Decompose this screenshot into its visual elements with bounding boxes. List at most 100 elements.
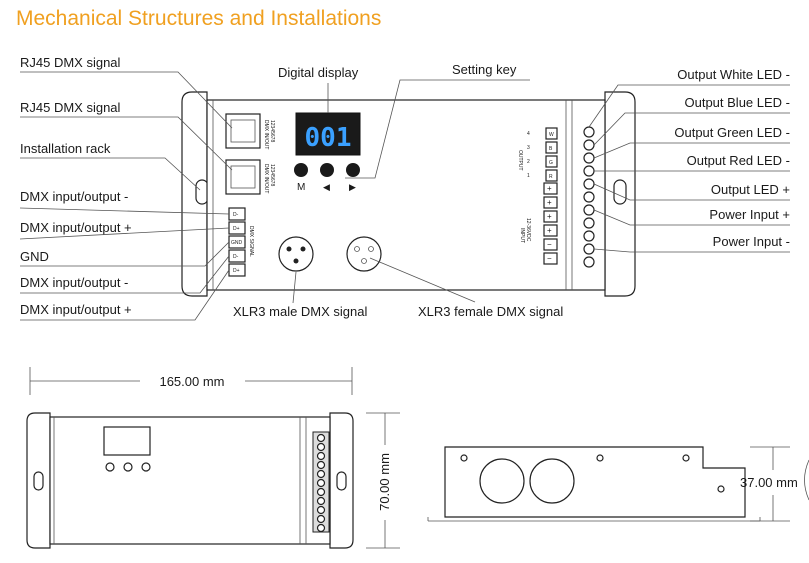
power-terminal-sign: − [547,254,552,263]
label-dmx-io-minus-1: DMX input/output - [20,189,128,204]
screw-terminal [583,217,595,229]
power-terminal [543,238,558,251]
page-title: Mechanical Structures and Installations [16,7,381,30]
rj45-bottom-label: DMX IN/OUT [263,164,269,193]
leader-setting-key [345,79,530,179]
leader-output-white [588,84,790,128]
bottom-body [49,416,331,545]
leader-gnd [20,241,230,267]
dim-length-label: 165.00 mm [159,374,224,389]
leader-dmx-io-minus-1 [19,207,230,215]
rj45-port-bottom-inner [230,165,256,189]
bottom-display [103,426,151,456]
bottom-terminal-screw [316,514,326,524]
label-power-input-plus: Power Input + [709,207,790,222]
label-dmx-io-plus-1: DMX input/output + [20,220,132,235]
label-xlr3-male: XLR3 male DMX signal [233,304,367,319]
rj45-top-pins: 12345678 [269,120,275,142]
leader-rj45-bottom [20,116,233,171]
dmx-terminal-label: GND [231,240,243,246]
rj45-bottom-pins: 12345678 [269,164,275,186]
label-output-white: Output White LED - [677,67,790,82]
dim-height-bracket [804,459,809,501]
bottom-terminal-screw [316,469,326,479]
label-xlr3-female: XLR3 female DMX signal [418,304,563,319]
display-digits: 001 [305,123,352,153]
screw-terminal [583,191,595,203]
label-gnd: GND [20,249,49,264]
leader-output-green [593,142,790,159]
leader-dmx-io-plus-1 [19,227,230,240]
key-left-button[interactable] [320,163,334,177]
side-screw-hole [717,485,725,493]
leader-dmx-io-minus-2 [20,255,230,294]
dmx-terminal-label: D+ [233,268,240,274]
label-setting-key: Setting key [452,62,517,77]
controller-body [206,99,606,291]
label-installation-rack: Installation rack [20,141,111,156]
key-left-label: ◀ [323,182,330,192]
bottom-terminal-screw [316,478,326,488]
side-screw-hole [682,454,690,462]
dimension-side-view: 37.00 mm [427,446,809,522]
leader-output-led-plus [593,183,790,201]
dmx-terminal-strip: D- D+ GND D- D+ DMX SIGNAL [228,207,254,277]
dmx-terminal-label: D- [233,212,239,218]
side-xlr-hole [529,458,575,504]
right-mounting-slot [613,179,627,205]
bottom-terminal-screw [316,442,326,452]
bottom-terminal-screw [316,523,326,533]
dmx-terminal [228,249,246,263]
output-terminal [545,169,558,182]
key-right-label: ▶ [349,182,356,192]
input-label: INPUT [519,228,525,243]
output-channel-label: 4 [527,131,530,137]
dimension-top-view: 165.00 mm 70.00 m [26,367,400,549]
label-output-led-plus: Output LED + [711,182,790,197]
controller-top-view: DMX IN/OUT 12345678 DMX IN/OUT 12345678 … [181,91,636,297]
output-color-label: G [549,160,553,166]
key-m-button[interactable] [294,163,308,177]
dmx-terminal-label: D- [233,254,239,260]
output-channel-label: 1 [527,173,530,179]
bottom-key [123,462,133,472]
leader-rj45-top [20,71,233,129]
key-m-label: M [297,182,305,193]
xlr3-male-connector [278,236,314,272]
leader-power-input-plus [593,209,790,226]
dim-height-label: 37.00 mm [740,475,798,490]
bottom-terminal-screw [316,496,326,506]
side-screw-hole [596,454,604,462]
output-color-label: W [549,132,554,138]
screw-terminal-column [583,126,595,268]
screw-terminal [583,204,595,216]
bottom-left-slot [33,471,44,491]
bottom-terminal-screw [316,451,326,461]
key-right-button[interactable] [346,163,360,177]
label-power-input-minus: Power Input - [713,234,790,249]
bottom-key [105,462,115,472]
xlr-socket [368,246,374,252]
power-terminal-sign: + [547,184,552,193]
dim-width-label: 70.00 mm [377,453,392,511]
screw-terminal [583,178,595,190]
power-terminal-sign: + [547,212,552,221]
leader-output-blue [593,112,790,146]
leader-installation-rack [20,157,201,191]
label-output-red: Output Red LED - [687,153,790,168]
output-label: OUTPUT [517,150,523,171]
output-terminal [545,127,558,140]
xlr-pin [286,246,292,252]
xlr-pin [293,258,299,264]
label-dmx-io-minus-2: DMX input/output - [20,275,128,290]
dmx-terminal-heading: DMX SIGNAL [248,226,254,257]
rj45-top-label: DMX IN/OUT [263,120,269,149]
screw-terminal [583,126,595,138]
left-mounting-slot [195,179,209,205]
output-color-label: R [549,174,553,180]
leader-xlr3-female [369,257,476,303]
dmx-terminal-label: D+ [233,226,240,232]
output-terminal [545,155,558,168]
label-dmx-io-plus-2: DMX input/output + [20,302,132,317]
xlr3-female-connector [346,236,382,272]
